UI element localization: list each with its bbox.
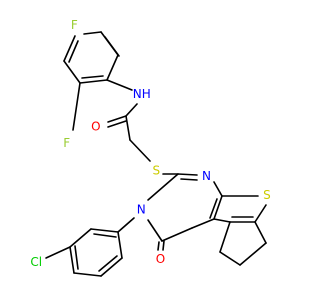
atom-label: F — [71, 18, 78, 32]
atom-label-layer: F F NH O S N S N Cl O — [27, 17, 272, 269]
atom-n-pyr: N — [201, 168, 212, 183]
atom-label: N — [202, 169, 211, 183]
atom-label-mask — [136, 202, 147, 217]
atom-label: NH — [133, 87, 151, 101]
atom-label-mask — [69, 17, 80, 32]
atom-label: S — [263, 188, 271, 202]
atom-label: S — [152, 164, 160, 178]
atom-nh: NH — [132, 87, 151, 102]
atom-label-mask — [27, 255, 46, 269]
atom-s-thio: S — [151, 163, 162, 178]
atom-label-mask — [261, 188, 272, 203]
bond-layer — [45, 31, 267, 277]
molecule-structure: F F NH O S N S N Cl O — [27, 17, 272, 277]
atom-label: O — [156, 252, 165, 266]
atom-label-mask — [61, 135, 72, 150]
atom-n-ar: N — [136, 202, 147, 217]
atom-s-ring: S — [261, 188, 272, 203]
atom-o-amide: O — [90, 119, 101, 134]
atom-cl: Cl — [27, 255, 46, 269]
atom-label-mask — [151, 163, 162, 178]
atom-label-mask — [201, 168, 212, 183]
atom-f-top: F — [69, 17, 80, 32]
atom-label: F — [63, 136, 70, 150]
atom-label-mask — [132, 87, 151, 102]
atom-label: O — [91, 120, 100, 134]
atom-label: Cl — [30, 255, 42, 269]
atom-label: N — [137, 203, 146, 217]
atom-o-keto: O — [155, 252, 166, 267]
atom-label-mask — [90, 119, 101, 134]
atom-f-ortho: F — [61, 135, 72, 150]
atom-label-mask — [155, 252, 166, 267]
